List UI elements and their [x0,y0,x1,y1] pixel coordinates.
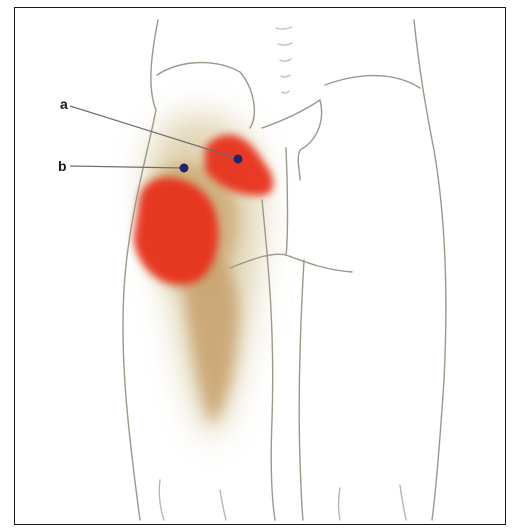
trigger-point-a [234,155,243,164]
label-a: a [60,96,68,112]
label-b: b [58,158,67,174]
trigger-point-b [180,164,189,173]
